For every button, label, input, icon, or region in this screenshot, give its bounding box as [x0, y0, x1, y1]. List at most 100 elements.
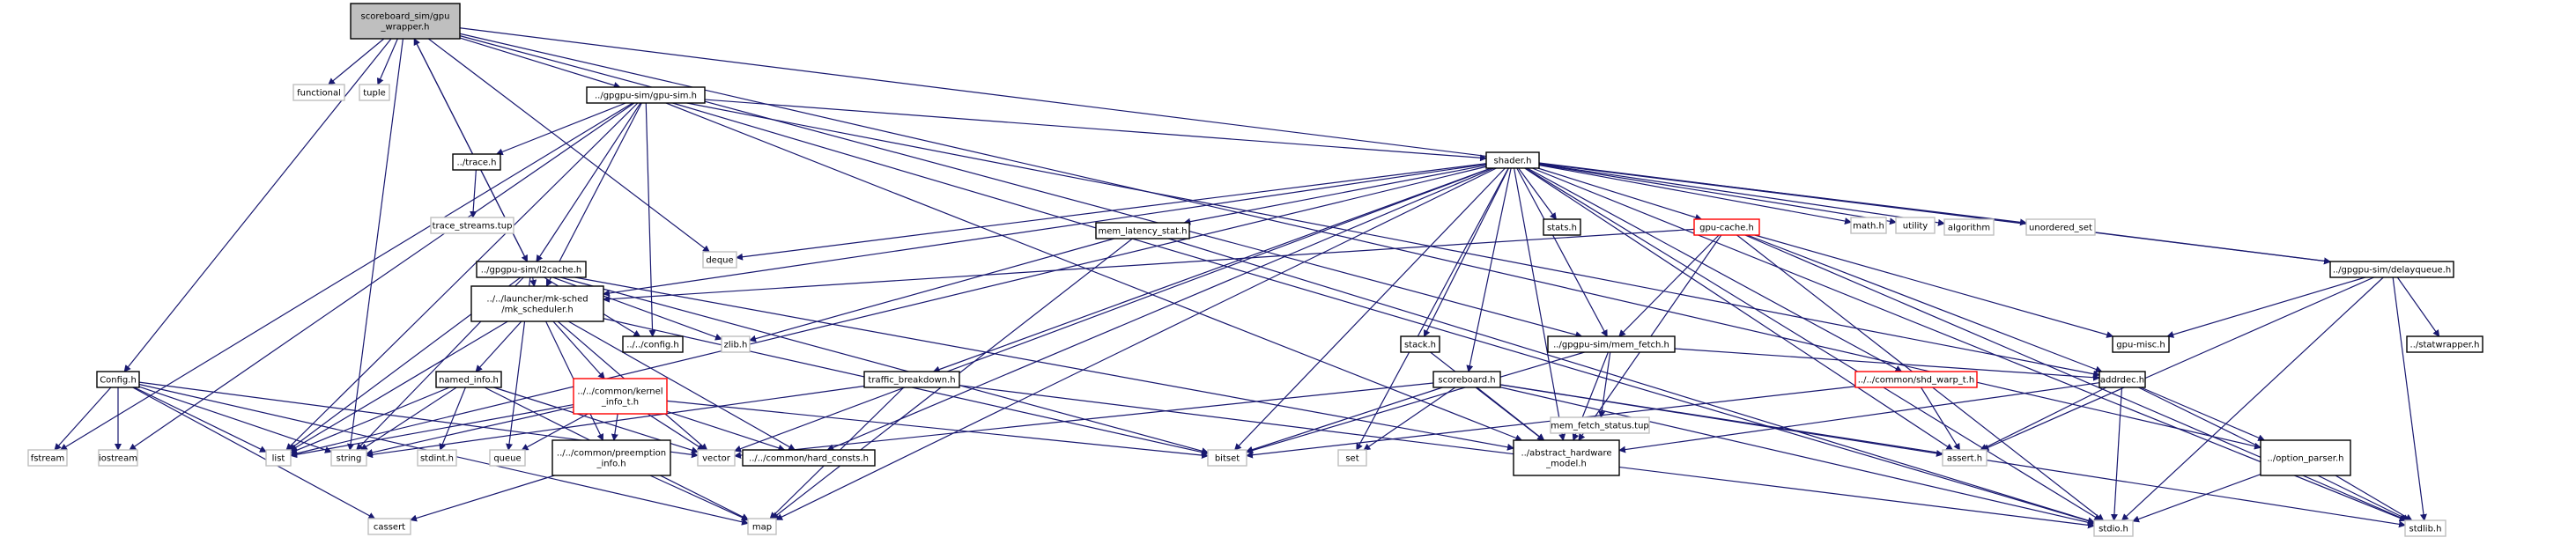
- node-fstream[interactable]: fstream: [27, 449, 68, 467]
- node-deque[interactable]: deque: [702, 251, 737, 269]
- node-math[interactable]: math.h: [1850, 217, 1887, 234]
- edge-root-to-config: [123, 38, 392, 372]
- node-vector[interactable]: vector: [697, 449, 736, 467]
- node-utility[interactable]: utility: [1895, 217, 1936, 234]
- node-box-string: [330, 449, 367, 467]
- edge-addrdec-to-stdio: [2110, 387, 2123, 521]
- edge-addrdec-to-abstract_hw: [1618, 382, 2100, 453]
- node-label-hard_consts: ../../common/hard_consts.h: [749, 454, 869, 464]
- edge-shader-to-hard_consts: [826, 167, 1494, 451]
- node-trace_streams[interactable]: trace_streams.tup: [430, 217, 514, 234]
- node-set[interactable]: set: [1337, 449, 1367, 467]
- edge-gpucache-to-mksched: [603, 228, 1695, 303]
- node-iostream[interactable]: iostream: [98, 449, 138, 467]
- node-box-deque: [702, 251, 737, 269]
- node-preemption[interactable]: ../../common/preemption_info.h: [551, 439, 671, 476]
- edge-named_info-to-stdint: [439, 387, 466, 451]
- node-scoreboard[interactable]: scoreboard.h: [1432, 371, 1501, 388]
- node-gpusim[interactable]: ../gpgpu-sim/gpu-sim.h: [586, 86, 706, 104]
- node-delayqueue[interactable]: ../gpgpu-sim/delayqueue.h: [2329, 261, 2454, 278]
- node-mksched[interactable]: ../../launcher/mk-sched/mk_scheduler.h: [470, 285, 604, 322]
- node-label-deque: deque: [706, 256, 733, 266]
- edge-kernel_info-to-bitset: [666, 400, 1209, 460]
- node-mem_latency[interactable]: mem_latency_stat.h: [1095, 222, 1190, 239]
- node-label-mem_fetch_status: mem_fetch_status.tup: [1551, 422, 1649, 431]
- node-abstract_hw[interactable]: ../abstract_hardware_model.h: [1513, 439, 1620, 476]
- node-box-iostream: [98, 449, 138, 467]
- node-trace[interactable]: ../trace.h: [452, 153, 501, 171]
- node-stdlib[interactable]: stdlib.h: [2404, 519, 2446, 537]
- edge-l2cache-to-bitset: [560, 276, 1209, 455]
- node-kernel_info[interactable]: ../../common/kernel_info_t.h: [573, 378, 668, 415]
- node-label-cassert: cassert: [374, 523, 405, 533]
- node-shd_warp[interactable]: ../../common/shd_warp_t.h: [1854, 371, 1978, 388]
- edge-addrdec-to-option_parser: [2140, 387, 2266, 441]
- node-queue[interactable]: queue: [489, 449, 526, 467]
- node-l2cache[interactable]: ../gpgpu-sim/l2cache.h: [476, 261, 587, 278]
- node-box-map: [747, 518, 777, 535]
- node-gpucache[interactable]: gpu-cache.h: [1693, 218, 1760, 236]
- node-configh[interactable]: ../../config.h: [622, 335, 684, 353]
- node-label-list: list: [272, 454, 285, 464]
- node-stack[interactable]: stack.h: [1400, 335, 1440, 353]
- node-stdint[interactable]: stdint.h: [417, 449, 457, 467]
- node-string[interactable]: string: [330, 449, 367, 467]
- edge-trace-to-trace_streams: [470, 169, 477, 218]
- node-functional[interactable]: functional: [292, 84, 345, 101]
- edge-mksched-to-hard_consts: [567, 320, 796, 451]
- node-hard_consts[interactable]: ../../common/hard_consts.h: [742, 449, 876, 467]
- edge-mem_latency-to-zlib: [749, 238, 1114, 342]
- node-shader[interactable]: shader.h: [1485, 151, 1540, 169]
- edge-config-to-string: [138, 386, 332, 453]
- edge-addrdec-to-assert: [1980, 387, 2107, 451]
- edge-shader-to-gpucache: [1537, 167, 1703, 221]
- node-named_info[interactable]: named_info.h: [435, 371, 502, 388]
- edge-named_info-to-string: [359, 387, 457, 451]
- edge-root-to-tuple: [376, 38, 398, 85]
- node-addrdec[interactable]: addrdec.h: [2099, 371, 2146, 388]
- node-cassert[interactable]: cassert: [367, 518, 411, 535]
- node-box-stdlib: [2404, 519, 2446, 537]
- node-box-trace: [452, 153, 501, 171]
- node-box-option_parser: [2260, 439, 2351, 476]
- node-label-stack: stack.h: [1404, 341, 1436, 350]
- node-label-kernel_info: _info_t.h: [601, 398, 639, 408]
- node-root[interactable]: scoreboard_sim/gpu_wrapper.h: [350, 3, 461, 40]
- edge-memfetch-to-bitset: [1246, 351, 1585, 454]
- node-traffic[interactable]: traffic_breakdown.h: [863, 371, 960, 388]
- node-stats[interactable]: stats.h: [1543, 218, 1581, 236]
- node-bitset[interactable]: bitset: [1207, 449, 1247, 467]
- node-label-configh: ../../config.h: [626, 341, 679, 350]
- node-label-gpumisc: gpu-misc.h: [2116, 341, 2165, 350]
- edge-gpusim-to-list: [285, 102, 639, 451]
- node-list[interactable]: list: [265, 449, 292, 467]
- node-memfetch[interactable]: ../gpgpu-sim/mem_fetch.h: [1547, 335, 1676, 353]
- node-label-trace: ../trace.h: [456, 158, 496, 168]
- edge-mksched-to-list: [290, 320, 508, 452]
- node-assert[interactable]: assert.h: [1942, 449, 1988, 467]
- node-config[interactable]: Config.h: [96, 371, 140, 388]
- node-box-trace_streams: [430, 217, 514, 234]
- edge-kernel_info-to-vector: [647, 413, 705, 451]
- edge-delayqueue-to-gpumisc: [2166, 276, 2365, 338]
- node-statwrapper[interactable]: ../statwrapper.h: [2406, 335, 2483, 353]
- node-box-preemption: [551, 439, 671, 476]
- node-gpumisc[interactable]: gpu-misc.h: [2112, 335, 2170, 353]
- node-box-gpumisc: [2112, 335, 2170, 353]
- node-box-bitset: [1207, 449, 1247, 467]
- node-label-root: scoreboard_sim/gpu: [361, 12, 450, 22]
- node-label-fstream: fstream: [31, 454, 65, 464]
- edge-kernel_info-to-hard_consts: [666, 410, 786, 452]
- node-mem_fetch_status[interactable]: mem_fetch_status.tup: [1550, 416, 1650, 434]
- node-algorithm[interactable]: algorithm: [1943, 218, 1995, 236]
- node-unordered_set[interactable]: unordered_set: [2025, 218, 2096, 236]
- edge-mem_latency-to-stdio: [1168, 238, 2095, 525]
- edge-gpusim-to-abstract_hw: [665, 102, 1523, 442]
- node-stdio[interactable]: stdio.h: [2093, 519, 2134, 537]
- node-zlib[interactable]: zlib.h: [721, 335, 751, 353]
- node-label-string: string: [337, 454, 362, 464]
- edge-named_info-to-list: [290, 387, 450, 454]
- node-tuple[interactable]: tuple: [359, 84, 390, 101]
- node-map[interactable]: map: [747, 518, 777, 535]
- node-option_parser[interactable]: ../option_parser.h: [2260, 439, 2351, 476]
